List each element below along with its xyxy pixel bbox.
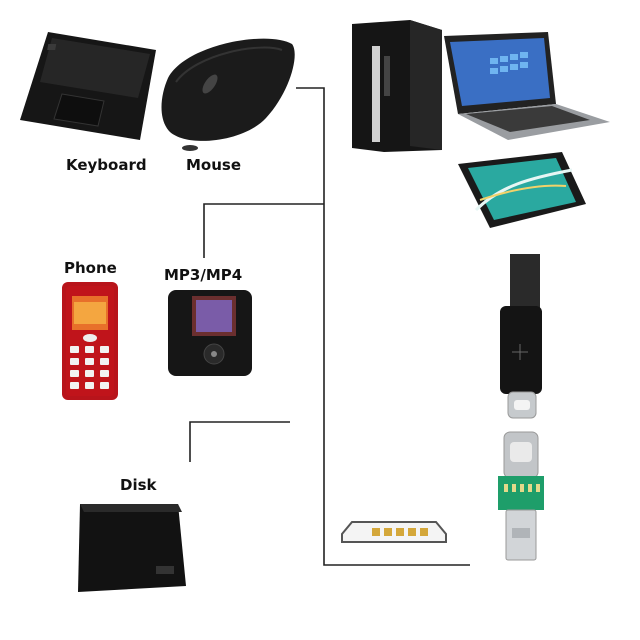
line-mp3-branch	[203, 203, 324, 258]
usb-c-otg-adapter-icon	[498, 431, 544, 561]
usb-c-cable-icon	[500, 254, 542, 419]
line-mouse-to-trunk	[296, 87, 470, 566]
mouse-icon	[161, 38, 295, 151]
phone-icon	[62, 282, 118, 400]
keyboard-label: Keyboard	[66, 156, 147, 174]
keyboard-icon	[20, 32, 156, 140]
disk-label: Disk	[120, 476, 157, 494]
hard-disk-icon	[78, 504, 186, 592]
laptop-icon	[444, 32, 610, 140]
mouse-label: Mouse	[186, 156, 242, 174]
phone-label: Phone	[64, 259, 117, 277]
line-disk-branch	[189, 421, 290, 462]
tablet-icon	[458, 152, 586, 228]
mp3-player-icon	[168, 290, 252, 376]
micro-usb-port-icon	[341, 521, 447, 543]
connector-lines	[189, 87, 470, 566]
mp3-label: MP3/MP4	[164, 266, 243, 284]
desktop-tower-icon	[352, 20, 442, 152]
